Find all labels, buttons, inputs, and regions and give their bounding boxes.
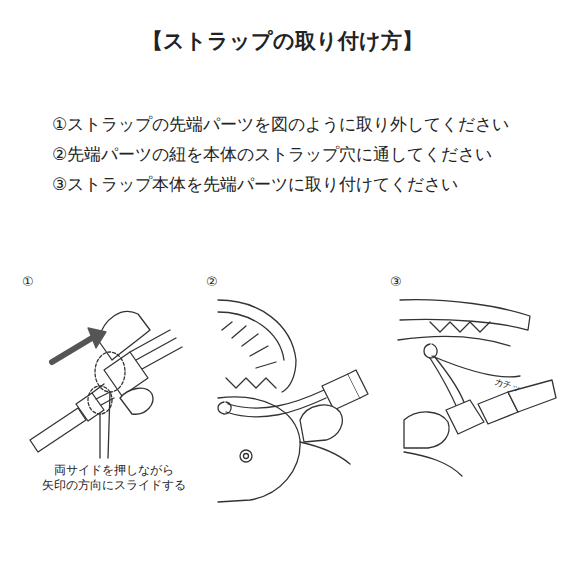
cord-loop xyxy=(424,344,437,358)
hand xyxy=(404,452,462,476)
thumb xyxy=(404,412,449,448)
dial xyxy=(240,450,252,462)
callout-number: ③ xyxy=(390,274,402,290)
fan-guard xyxy=(218,312,284,360)
panel-two xyxy=(218,300,368,502)
callout-note: 両サイドを押しながら 矢印の方向にスライドする xyxy=(34,463,194,493)
fan-blades xyxy=(430,322,490,332)
leader-line xyxy=(100,392,110,458)
instruction-step: ②先端パーツの紐を本体のストラップ穴に通してください xyxy=(52,144,492,165)
fan-blades xyxy=(222,322,276,388)
instruction-step: ①ストラップの先端パーツを図のように取り外してください xyxy=(52,114,509,135)
finger xyxy=(300,405,342,442)
arrow-shaft xyxy=(52,338,92,362)
finger xyxy=(120,388,153,414)
hand xyxy=(300,442,350,464)
fan-body xyxy=(398,337,510,346)
panel-one xyxy=(30,312,182,458)
callout-number: ① xyxy=(22,274,34,290)
strap-band xyxy=(30,408,86,452)
panel-three xyxy=(398,300,556,476)
page-title: 【ストラップの取り付け方】 xyxy=(0,28,565,54)
arrow-head xyxy=(88,328,106,348)
dial xyxy=(244,454,249,459)
instruction-step: ③ストラップ本体を先端パーツに取り付けてください xyxy=(52,174,458,195)
fan-edge xyxy=(400,300,530,330)
buckle-end xyxy=(348,370,368,398)
callout-number: ② xyxy=(206,274,218,290)
fan-guard xyxy=(218,300,296,392)
dashed-circle xyxy=(88,386,112,414)
